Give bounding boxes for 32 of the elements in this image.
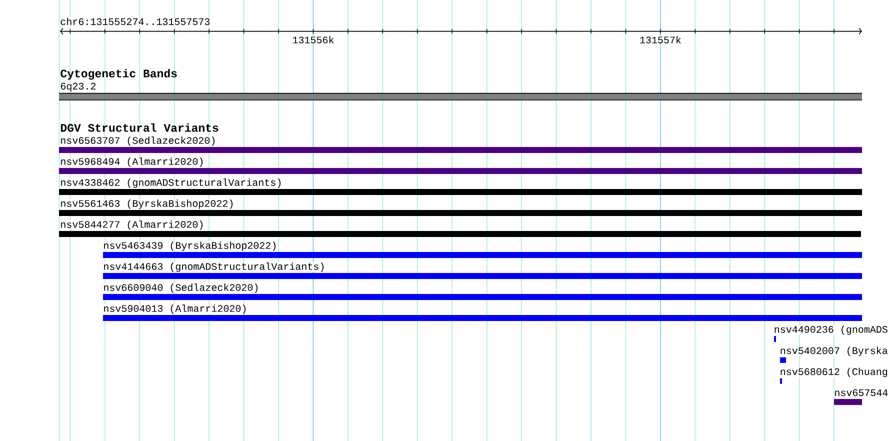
- variant-bar: nsv5680612 (Chuang: [780, 368, 888, 384]
- node-label: nsv5402007 (Byrska: [780, 346, 888, 356]
- variant-bar: nsv4144663 (gnomADStructuralVariants): [103, 262, 862, 279]
- node-label: nsv5968494 (Almarri2020): [61, 158, 203, 167]
- node-label: 6q23.2: [60, 82, 96, 92]
- node-label: nsv5561463 (ByrskaBishop2022): [61, 200, 233, 209]
- variant-bar: nsv4490236 (gnomADS: [774, 325, 888, 342]
- node-label: nsv5904013 (Almarri2020): [104, 304, 246, 314]
- node-label: nsv657544: [835, 389, 888, 396]
- variant-bar: nsv5402007 (Byrska: [780, 346, 888, 363]
- tick-label: 131557k: [639, 36, 682, 44]
- location-label: chr6:131555274..131557573: [60, 18, 210, 26]
- variant-bar: nsv6563707 (Sedlazeck2020): [59, 136, 862, 153]
- variant-bar: nsv4338462 (gnomADStructuralVariants): [59, 178, 862, 195]
- variant-bar: nsv657544: [834, 389, 888, 405]
- node-label: nsv4144663 (gnomADStructuralVariants): [104, 262, 324, 272]
- variant-bar: nsv5561463 (ByrskaBishop2022): [59, 200, 862, 216]
- cytoband-bar: 6q23.2: [58, 82, 862, 100]
- node-label: nsv4490236 (gnomADS: [774, 325, 888, 335]
- tick-label: 131556k: [292, 36, 334, 44]
- node-label: nsv4338462 (gnomADStructuralVariants): [61, 178, 281, 188]
- node-label: nsv5844277 (Almarri2020): [61, 220, 203, 230]
- variant-bar: nsv5904013 (Almarri2020): [103, 304, 862, 321]
- variant-bar: nsv6609040 (Sedlazeck2020): [103, 284, 862, 300]
- variant-bar: nsv5463439 (ByrskaBishop2022): [103, 242, 862, 258]
- node-label: nsv5680612 (Chuang: [780, 368, 888, 378]
- node-label: nsv6609040 (Sedlazeck2020): [104, 284, 258, 293]
- variant-bar: nsv5844277 (Almarri2020): [59, 220, 862, 237]
- node-label: nsv6563707 (Sedlazeck2020): [61, 136, 215, 146]
- variant-bar: nsv5968494 (Almarri2020): [59, 158, 862, 174]
- track-title: DGV Structural Variants: [60, 123, 218, 132]
- node-label: nsv5463439 (ByrskaBishop2022): [104, 242, 276, 251]
